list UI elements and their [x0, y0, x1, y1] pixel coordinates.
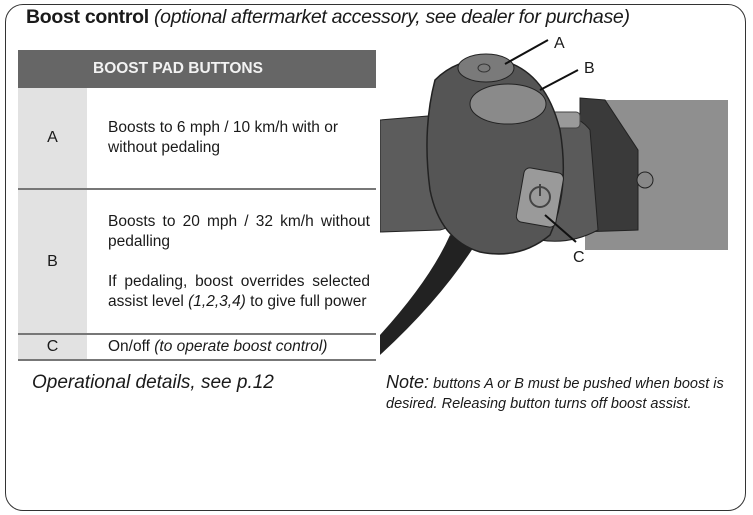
boost-pad-buttons-table: BOOST PAD BUTTONS A Boosts to 6 mph / 10… [18, 50, 376, 361]
row-text-italic: (to operate boost control) [154, 338, 328, 355]
row-description: On/off (to operate boost control) [87, 334, 376, 361]
title-bold: Boost control [26, 6, 149, 28]
title-subtitle: (optional aftermarket accessory, see dea… [153, 6, 630, 28]
button-c [515, 167, 564, 228]
boost-control-illustration: A B C [380, 35, 728, 355]
row-description: Boosts to 6 mph / 10 km/h with or withou… [87, 88, 376, 190]
clamp-screw [636, 171, 654, 189]
label-a: A [554, 35, 565, 52]
table-row: C On/off (to operate boost control) [18, 334, 376, 361]
note: Note: buttons A or B must be pushed when… [386, 372, 736, 414]
row-text: On/off [108, 338, 150, 355]
label-b: B [584, 60, 595, 77]
button-b [469, 83, 547, 125]
button-a [457, 53, 515, 83]
row-text-2a: If pedaling, boost overrides selected as… [108, 272, 370, 310]
page-frame [5, 4, 746, 511]
operational-details: Operational details, see p.12 [32, 372, 274, 393]
row-text-2c: to give full power [250, 292, 367, 310]
label-c: C [573, 249, 585, 266]
table-row: A Boosts to 6 mph / 10 km/h with or with… [18, 88, 376, 190]
button-a-icon [477, 63, 491, 73]
table-header: BOOST PAD BUTTONS [18, 50, 376, 88]
note-text: buttons A or B must be pushed when boost… [386, 376, 724, 412]
row-key: A [18, 88, 87, 190]
row-description: Boosts to 20 mph / 32 km/h without pedal… [87, 189, 376, 335]
assist-levels: (1,2,3,4) [188, 292, 246, 310]
row-text-2: If pedaling, boost overrides selected as… [108, 272, 370, 312]
note-label: Note: [386, 372, 430, 392]
cable [380, 235, 475, 355]
table-row: B Boosts to 20 mph / 32 km/h without ped… [18, 189, 376, 335]
row-key: C [18, 334, 87, 361]
section-title: Boost control (optional aftermarket acce… [26, 6, 630, 29]
row-key: B [18, 189, 87, 335]
row-text-1: Boosts to 20 mph / 32 km/h without pedal… [108, 212, 370, 250]
